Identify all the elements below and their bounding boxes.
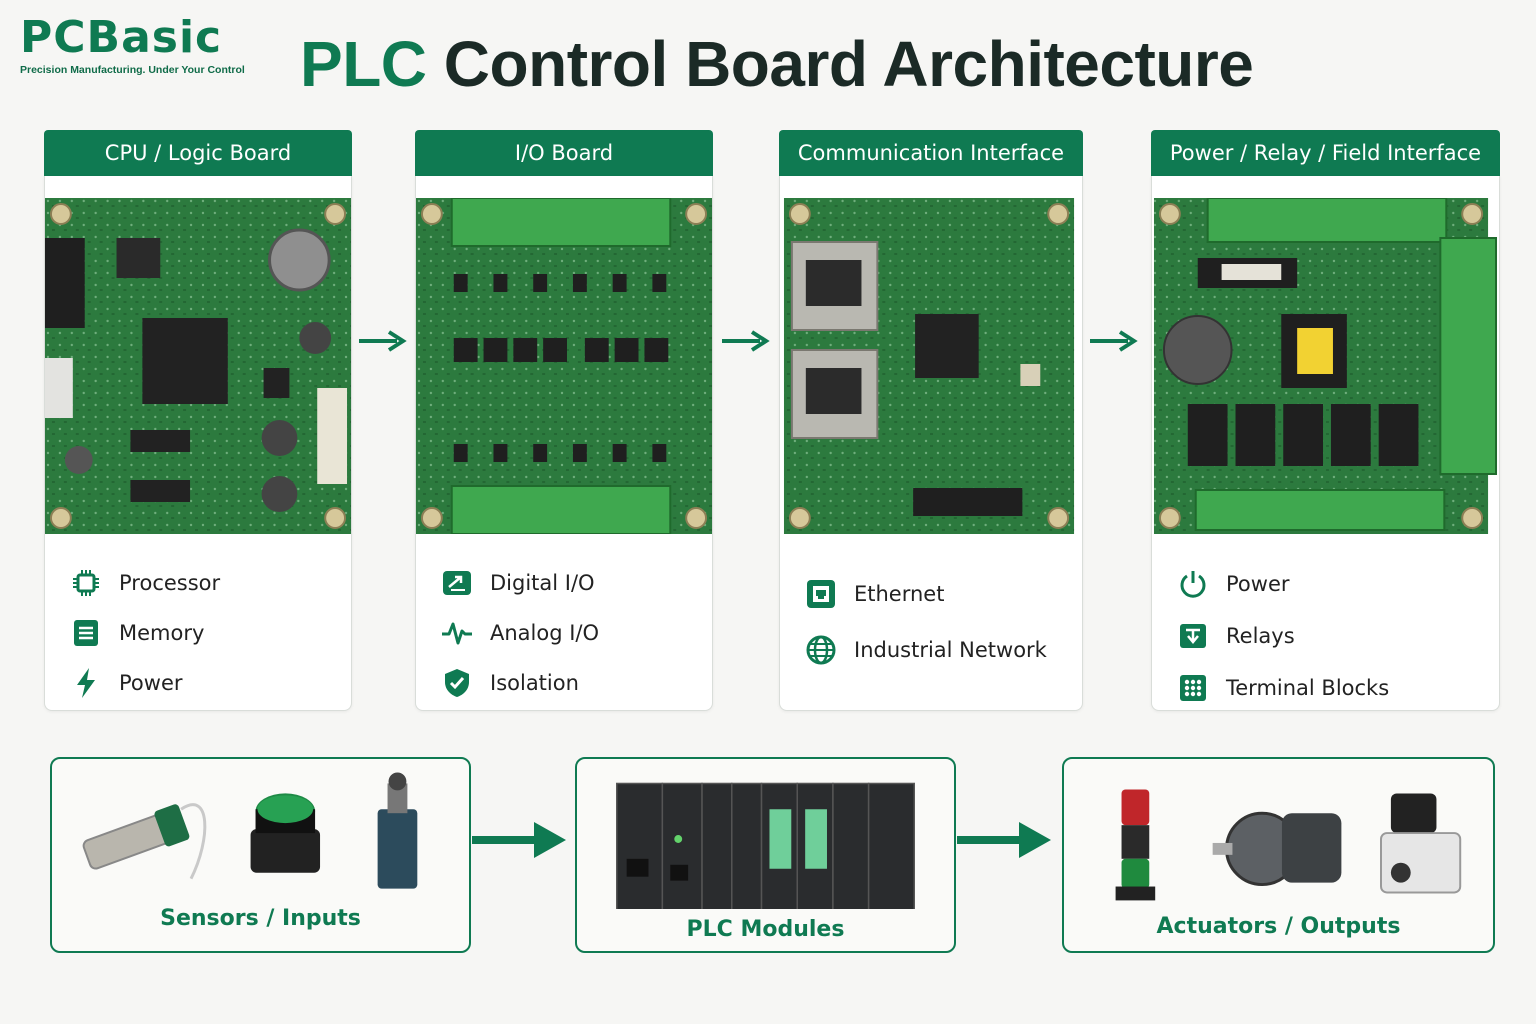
title-accent: PLC (300, 28, 427, 100)
column-body: Processor Memory Power (44, 176, 352, 711)
column-body: Power Relays Terminal Blocks (1151, 176, 1500, 711)
feature-list: Digital I/O Analog I/O Isolation (440, 558, 702, 708)
page-title: PLC Control Board Architecture (300, 28, 1254, 100)
arrow-right-icon (722, 330, 770, 352)
feature-label: Ethernet (854, 582, 945, 606)
column-header: Communication Interface (779, 130, 1083, 176)
column-header: Power / Relay / Field Interface (1151, 130, 1500, 176)
feature-label: Power (119, 671, 183, 695)
sensors-inputs-box: Sensors / Inputs (50, 757, 471, 953)
feature-power: Power (69, 658, 341, 708)
feature-label: Memory (119, 621, 205, 645)
shield-check-icon (440, 666, 474, 700)
feature-power: Power (1176, 558, 1489, 610)
power-board-image (1152, 198, 1499, 534)
arrow-right-icon (957, 822, 1051, 858)
column-power-relay-field: Power / Relay / Field Interface (1151, 130, 1500, 711)
feature-terminal-blocks: Terminal Blocks (1176, 662, 1489, 714)
io-arrows-icon (440, 566, 474, 600)
relay-icon (1176, 619, 1210, 653)
column-body: Ethernet Industrial Network (779, 176, 1083, 711)
column-body: Digital I/O Analog I/O Isolation (415, 176, 713, 711)
plc-modules-box: PLC Modules (575, 757, 956, 953)
feature-relays: Relays (1176, 610, 1489, 662)
feature-list: Power Relays Terminal Blocks (1176, 558, 1489, 714)
globe-icon (804, 633, 838, 667)
column-communication-interface: Communication Interface (779, 130, 1083, 711)
bottom-label: PLC Modules (686, 917, 845, 942)
column-header: I/O Board (415, 130, 713, 176)
feature-processor: Processor (69, 558, 341, 608)
plc-modules-illustration (587, 769, 944, 914)
feature-list: Ethernet Industrial Network (804, 566, 1072, 678)
bottom-label: Sensors / Inputs (160, 906, 361, 931)
feature-digital-io: Digital I/O (440, 558, 702, 608)
waveform-icon (440, 616, 474, 650)
feature-label: Terminal Blocks (1226, 676, 1390, 700)
arrow-right-icon (1090, 330, 1138, 352)
processor-icon (69, 566, 103, 600)
feature-analog-io: Analog I/O (440, 608, 702, 658)
sensors-illustration (62, 769, 459, 909)
cpu-board-image (45, 198, 351, 534)
arrow-right-icon (359, 330, 407, 352)
memory-icon (69, 616, 103, 650)
column-io-board: I/O Board (415, 130, 713, 711)
feature-ethernet: Ethernet (804, 566, 1072, 622)
feature-memory: Memory (69, 608, 341, 658)
actuators-illustration (1074, 769, 1483, 909)
title-rest: Control Board Architecture (443, 28, 1254, 100)
logo-tagline: Precision Manufacturing. Under Your Cont… (20, 64, 245, 76)
column-cpu-logic-board: CPU / Logic Board (44, 130, 352, 711)
actuators-outputs-box: Actuators / Outputs (1062, 757, 1495, 953)
feature-label: Digital I/O (490, 571, 595, 595)
feature-isolation: Isolation (440, 658, 702, 708)
feature-label: Processor (119, 571, 221, 595)
power-icon (1176, 567, 1210, 601)
logo-wordmark: PCBasic (20, 12, 223, 63)
arrow-right-icon (472, 822, 566, 858)
bottom-label: Actuators / Outputs (1156, 914, 1401, 939)
lightning-icon (69, 666, 103, 700)
column-header: CPU / Logic Board (44, 130, 352, 176)
brand-logo: PCBasic Precision Manufacturing. Under Y… (20, 12, 260, 77)
feature-label: Isolation (490, 671, 579, 695)
feature-label: Analog I/O (490, 621, 600, 645)
terminal-block-icon (1176, 671, 1210, 705)
feature-label: Power (1226, 572, 1290, 596)
ethernet-port-icon (804, 577, 838, 611)
feature-industrial-network: Industrial Network (804, 622, 1072, 678)
io-board-image (416, 198, 712, 534)
comm-board-image (780, 198, 1082, 534)
feature-label: Relays (1226, 624, 1295, 648)
feature-label: Industrial Network (854, 638, 1047, 662)
feature-list: Processor Memory Power (69, 558, 341, 708)
